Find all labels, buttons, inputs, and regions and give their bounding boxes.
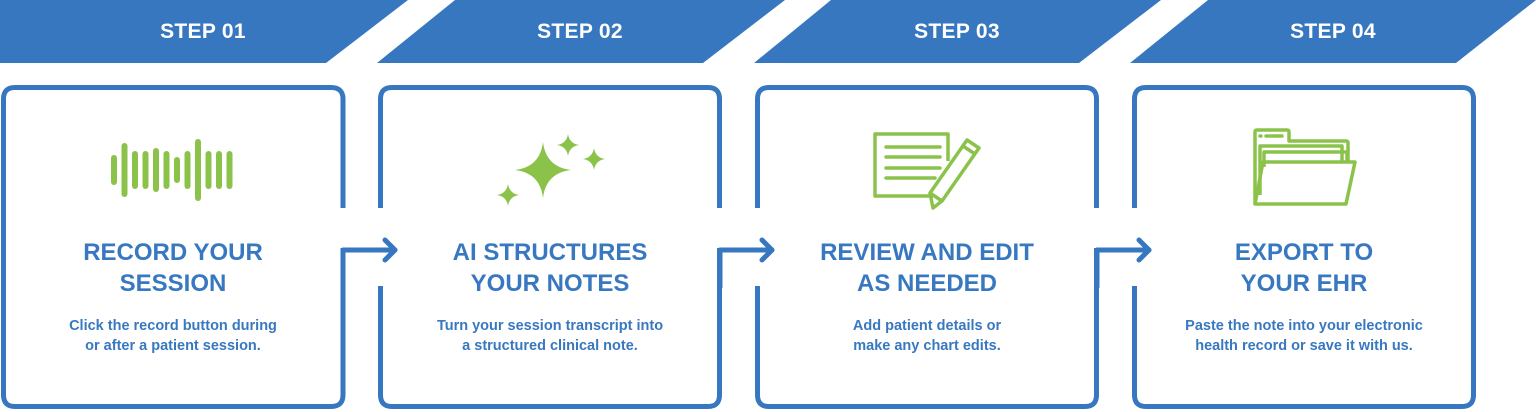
step-banner-label: STEP 03 <box>914 20 1000 43</box>
step-banner-4 <box>1130 0 1536 63</box>
step-title: AI STRUCTURES YOUR NOTES <box>452 239 648 297</box>
step-title: REVIEW AND EDIT AS NEEDED <box>820 239 1034 297</box>
step-description: Paste the note into your electronic heal… <box>1185 318 1423 354</box>
step-title: EXPORT TO YOUR EHR <box>1234 239 1374 297</box>
step-description: Click the record button during or after … <box>69 318 277 354</box>
step-banner-label: STEP 04 <box>1290 20 1376 43</box>
step-banner-3 <box>754 0 1161 63</box>
step-description: Turn your session transcript into a stru… <box>436 318 664 354</box>
card-border <box>1 85 346 409</box>
step-description: Add patient details or make any chart ed… <box>852 318 1002 354</box>
waveform-icon <box>111 139 233 201</box>
step-card-3: REVIEW AND EDIT AS NEEDED Add patient de… <box>755 85 1099 409</box>
step-banners <box>0 0 1536 63</box>
step-title: RECORD YOUR SESSION <box>83 239 263 297</box>
card-border <box>1132 85 1476 409</box>
step-card-1: RECORD YOUR SESSION Click the record but… <box>1 85 346 409</box>
sparkles-icon <box>497 134 605 206</box>
card-border <box>378 85 722 409</box>
step-card-4: EXPORT TO YOUR EHR Paste the note into y… <box>1132 85 1476 409</box>
step-card-2: AI STRUCTURES YOUR NOTES Turn your sessi… <box>378 85 722 409</box>
document-pencil-icon <box>873 132 981 210</box>
folder-icon <box>1253 128 1357 206</box>
card-border <box>755 85 1099 409</box>
step-banner-2 <box>377 0 785 63</box>
step-banner-label: STEP 01 <box>160 20 246 43</box>
step-banner-label: STEP 02 <box>537 20 623 43</box>
step-banner-1 <box>0 0 408 63</box>
